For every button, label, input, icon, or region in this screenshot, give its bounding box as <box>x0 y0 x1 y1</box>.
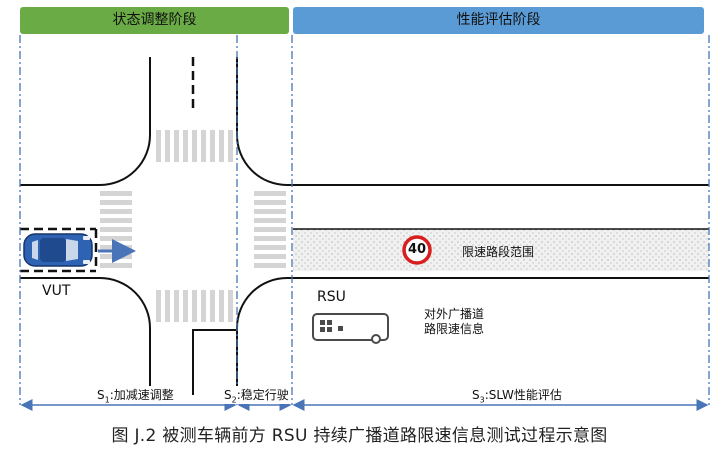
speed-limit-zone <box>293 229 709 271</box>
segment-s1-label: S1:加减速调整 <box>95 386 176 405</box>
rsu-device-icon <box>312 313 389 344</box>
speed-limit-value: 40 <box>407 242 427 257</box>
phase-boundaries <box>19 35 710 405</box>
figure-caption: 图 J.2 被测车辆前方 RSU 持续广播道路限速信息测试过程示意图 <box>111 426 608 446</box>
vut-label: VUT <box>42 283 71 299</box>
speed-zone-label: 限速路段范围 <box>462 245 535 259</box>
phase-header-adjust: 状态调整阶段 <box>20 7 289 34</box>
road-edges <box>20 57 709 395</box>
broadcast-label-line2: 路限速信息 <box>424 322 485 336</box>
speed-limit-sign-icon <box>402 235 432 265</box>
crosswalk-right <box>254 191 286 268</box>
vut-vehicle-icon <box>23 233 93 267</box>
broadcast-label-line1: 对外广播道 <box>424 307 485 321</box>
segment-s2-label: S2:稳定行驶 <box>222 386 291 405</box>
crosswalk-bottom <box>156 290 233 322</box>
segment-s3-label: S3:SLW性能评估 <box>470 386 564 405</box>
crosswalk-left <box>100 191 132 268</box>
rsu-label: RSU <box>317 289 346 305</box>
crosswalk-top <box>156 130 233 162</box>
phase-header-evaluate: 性能评估阶段 <box>293 7 704 34</box>
